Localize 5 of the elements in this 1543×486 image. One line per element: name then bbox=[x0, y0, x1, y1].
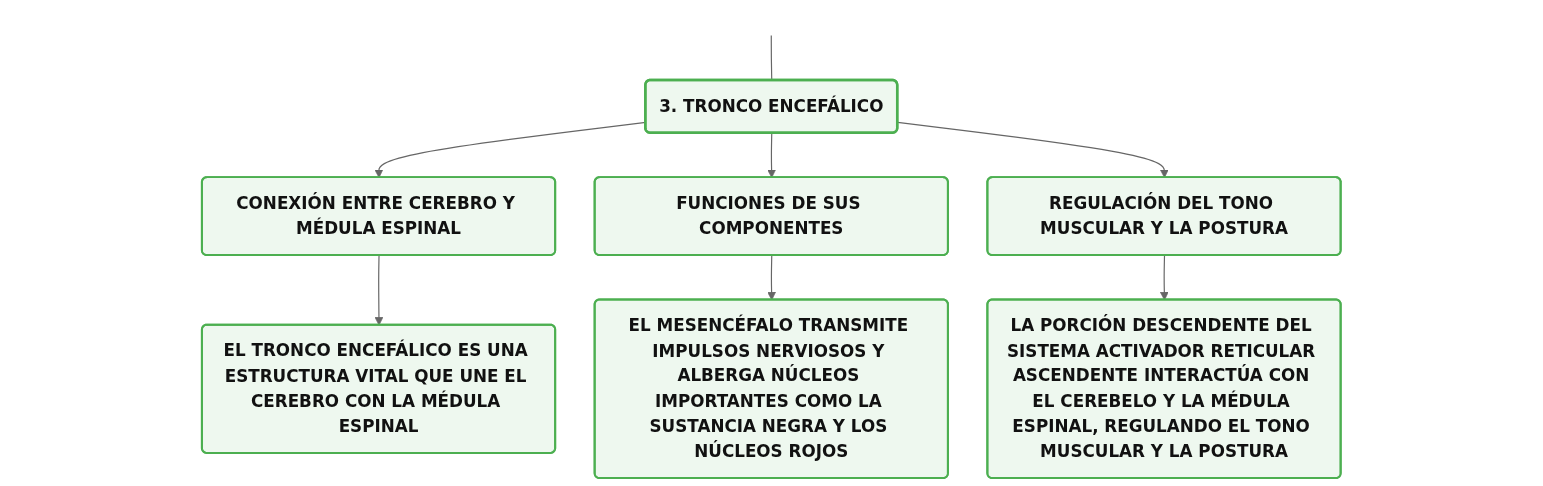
arrow bbox=[374, 255, 384, 326]
arrow bbox=[767, 255, 777, 301]
arrow bbox=[767, 132, 777, 178]
arrow bbox=[897, 121, 1169, 178]
arrow bbox=[1160, 255, 1169, 301]
